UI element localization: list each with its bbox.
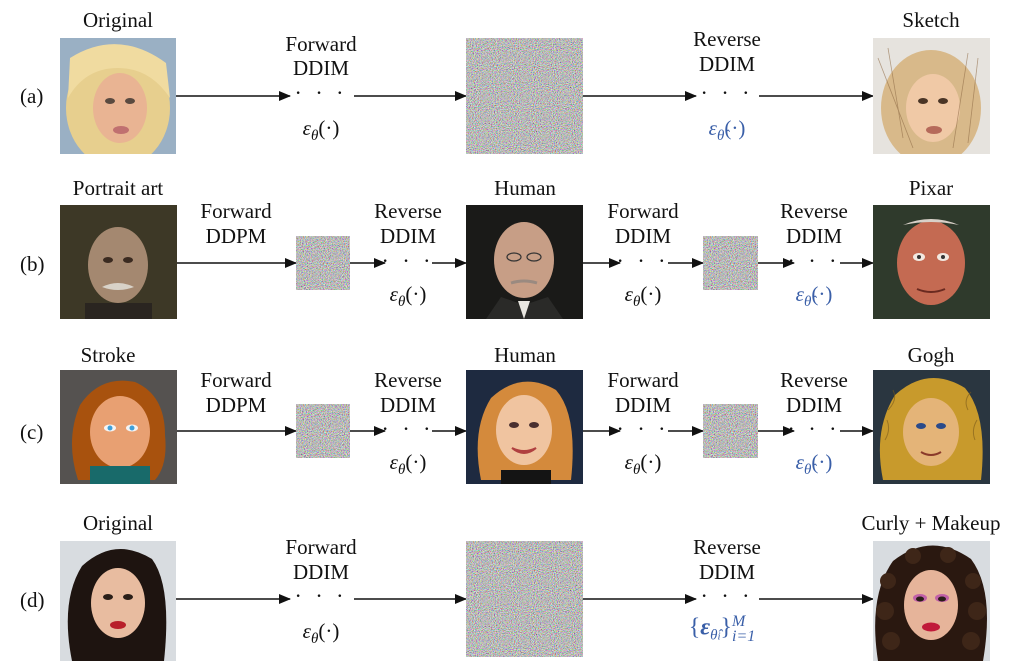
image-title: Original (83, 511, 153, 535)
pixar-face-image (873, 205, 990, 319)
step-label-reverse: Reverse (374, 199, 442, 223)
epsilon-theta: εθ(·) (302, 116, 340, 144)
row-label-c: (c) (20, 420, 44, 444)
row-label-b: (b) (20, 252, 45, 276)
step-label-reverse: Reverse (693, 535, 761, 559)
image-title: Curly + Makeup (861, 511, 1001, 535)
ellipsis: · · · (787, 416, 841, 441)
step-label-method: DDIM (380, 393, 436, 417)
ellipsis: · · · (381, 416, 435, 441)
step-label-forward: Forward (200, 199, 272, 223)
step-label-method: DDIM (293, 56, 349, 80)
ellipsis: · · · (381, 248, 435, 273)
step-label-method: DDIM (786, 393, 842, 417)
epsilon-theta-hat: εθ̂(·) (708, 116, 746, 144)
curly-makeup-face-image (873, 541, 990, 661)
ellipsis: · · · (294, 80, 348, 105)
ellipsis: · · · (787, 248, 841, 273)
blonde-face-image (60, 38, 176, 154)
noise-image (703, 236, 758, 290)
image-title: Gogh (907, 343, 955, 367)
image-title: Original (83, 8, 153, 32)
step-label-forward: Forward (607, 199, 679, 223)
ellipsis: · · · (294, 583, 348, 608)
step-label-method: DDIM (699, 52, 755, 76)
step-label-method: DDIM (786, 224, 842, 248)
image-title: Stroke (80, 343, 136, 367)
ellipsis: · · · (700, 80, 754, 105)
original-face-image (60, 541, 176, 661)
gogh-face-image (873, 370, 990, 484)
epsilon-theta: εθ(·) (624, 282, 662, 310)
sketch-face-image (873, 38, 990, 154)
image-title: Pixar (908, 176, 954, 200)
image-title: Human (494, 343, 556, 367)
ellipsis: · · · (700, 583, 754, 608)
step-label-method: DDIM (615, 224, 671, 248)
noise-image (466, 541, 583, 657)
ellipsis: · · · (616, 248, 670, 273)
step-label-forward: Forward (285, 32, 357, 56)
noise-image (296, 236, 350, 290)
step-label-method: DDIM (380, 224, 436, 248)
step-label-method: DDPM (205, 224, 267, 248)
image-title: Sketch (902, 8, 960, 32)
step-label-forward: Forward (607, 368, 679, 392)
step-label-reverse: Reverse (374, 368, 442, 392)
epsilon-theta-hat: εθ̂(·) (795, 282, 833, 310)
stroke-image (60, 370, 177, 484)
image-title: Human (494, 176, 556, 200)
step-label-method: DDIM (615, 393, 671, 417)
step-label-method: DDIM (293, 560, 349, 584)
step-label-forward: Forward (285, 535, 357, 559)
step-label-forward: Forward (200, 368, 272, 392)
step-label-reverse: Reverse (780, 199, 848, 223)
ellipsis: · · · (616, 416, 670, 441)
image-title: Portrait art (72, 176, 164, 200)
step-label-method: DDIM (699, 560, 755, 584)
step-label-reverse: Reverse (780, 368, 848, 392)
epsilon-theta: εθ(·) (389, 450, 427, 478)
epsilon-theta: εθ(·) (624, 450, 662, 478)
step-label-reverse: Reverse (693, 27, 761, 51)
row-label-a: (a) (20, 84, 44, 108)
step-label-method: DDPM (205, 393, 267, 417)
noise-image (466, 38, 583, 154)
noise-image (296, 404, 350, 458)
noise-image (703, 404, 758, 458)
human-face-image (466, 205, 583, 319)
row-label-d: (d) (20, 588, 45, 612)
portrait-art-image (60, 205, 177, 319)
human-face-image (466, 370, 583, 484)
epsilon-theta-hat: εθ̂(·) (795, 450, 833, 478)
epsilon-theta: εθ(·) (389, 282, 427, 310)
epsilon-theta: εθ(·) (302, 619, 340, 647)
